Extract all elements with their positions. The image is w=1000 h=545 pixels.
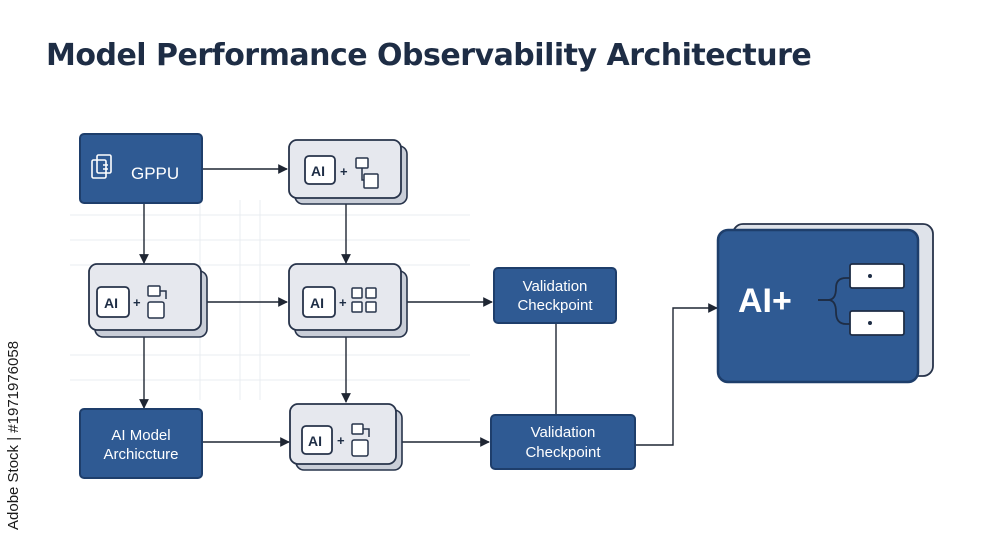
page-title: Model Performance Observability Architec… bbox=[46, 38, 812, 73]
chip-top-ai-text: AI bbox=[311, 163, 325, 179]
model-arch-line2: Archiccture bbox=[103, 446, 178, 463]
ai-model-architecture-node[interactable]: AI Model Archiccture bbox=[79, 408, 203, 479]
chip-bottom-ai-text: AI bbox=[308, 433, 322, 449]
server-rack-bottom-icon bbox=[849, 310, 905, 336]
validation-2-line2: Checkpoint bbox=[525, 444, 601, 461]
chip-center-plus: + bbox=[339, 295, 347, 310]
validation-1-line2: Checkpoint bbox=[517, 297, 593, 314]
gppu-node[interactable]: GPPU bbox=[79, 133, 203, 204]
big-ai-block[interactable]: AI+ bbox=[716, 223, 934, 384]
chip-left-ai-text: AI bbox=[104, 295, 118, 311]
chip-bottom-plus: + bbox=[337, 433, 345, 448]
ai-chip-left[interactable]: AI + bbox=[88, 263, 208, 338]
ai-chip-center[interactable]: AI + bbox=[288, 263, 408, 338]
folder-stack-icon bbox=[91, 154, 112, 179]
chip-left-plus: + bbox=[133, 295, 141, 310]
chip-center-ai-text: AI bbox=[310, 295, 324, 311]
document-tree-icon bbox=[147, 285, 167, 319]
validation-2-line1: Validation bbox=[531, 424, 596, 441]
connectors bbox=[139, 164, 718, 447]
ai-chip-top[interactable]: AI + bbox=[288, 139, 408, 205]
ai-chip-bottom[interactable]: AI + bbox=[289, 403, 403, 471]
validation-checkpoint-1[interactable]: Validation Checkpoint bbox=[493, 267, 617, 324]
document-tree-icon bbox=[351, 423, 370, 457]
gppu-label: GPPU bbox=[131, 164, 179, 183]
chip-top-plus: + bbox=[340, 164, 348, 179]
validation-checkpoint-2[interactable]: Validation Checkpoint bbox=[490, 414, 636, 470]
big-ai-text: AI+ bbox=[738, 282, 792, 320]
document-tree-icon bbox=[355, 157, 379, 189]
tree-branch-icon bbox=[818, 277, 852, 325]
grid-blocks-icon bbox=[351, 287, 377, 313]
server-rack-top-icon bbox=[849, 263, 905, 289]
validation-1-line1: Validation bbox=[523, 278, 588, 295]
arrow-validation-2-to-big-ai bbox=[636, 303, 718, 446]
model-arch-line1: AI Model bbox=[111, 427, 170, 444]
